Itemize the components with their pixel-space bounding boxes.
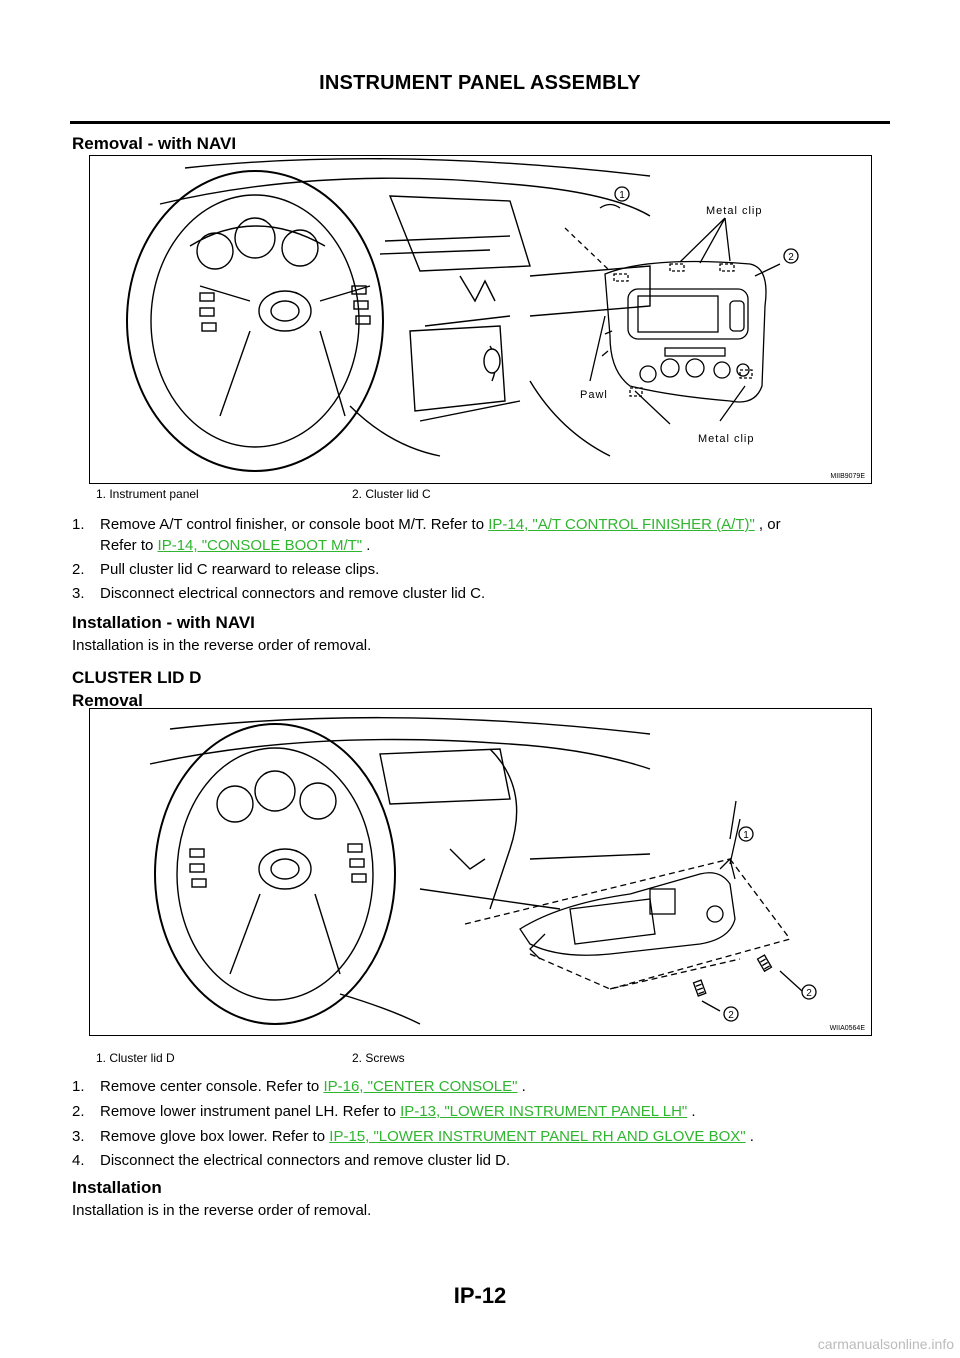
link-lower-instrument-panel-rh[interactable]: IP-15, "LOWER INSTRUMENT PANEL RH AND GL… xyxy=(329,1128,746,1145)
cluster-lid-d-illustration: 1 2 2 xyxy=(149,716,817,1025)
section-heading-installation-navi: Installation - with NAVI xyxy=(72,613,255,632)
callout-1: 1 xyxy=(743,830,749,841)
figure-cluster-lid-d: 1 2 2 WIIA0564E xyxy=(89,708,872,1036)
watermark: carmanualsonline.info xyxy=(817,1336,954,1352)
page-header: INSTRUMENT PANEL ASSEMBLY xyxy=(319,72,641,94)
step-2: 2.Pull cluster lid C rearward to release… xyxy=(72,561,380,578)
step-3: 3.Disconnect electrical connectors and r… xyxy=(72,585,486,602)
step-3: 3.Remove glove box lower. Refer to IP-15… xyxy=(72,1128,754,1145)
step-4: 4.Disconnect the electrical connectors a… xyxy=(72,1152,511,1169)
legend-item-2: 2. Cluster lid C xyxy=(352,487,431,501)
page-number: IP-12 xyxy=(453,1283,507,1308)
label-metal-clip-bottom: Metal clip xyxy=(698,433,754,445)
link-at-control-finisher[interactable]: IP-14, "A/T CONTROL FINISHER (A/T)" xyxy=(488,516,755,533)
legend-item-1: 1. Instrument panel xyxy=(96,487,199,501)
installation-navi-text: Installation is in the reverse order of … xyxy=(72,637,372,654)
figure-code: WIIA0564E xyxy=(829,1025,865,1032)
legend-item-1: 1. Cluster lid D xyxy=(96,1051,175,1065)
label-metal-clip-top: Metal clip xyxy=(706,205,762,217)
section-title-cluster-lid-d: CLUSTER LID D xyxy=(72,668,202,687)
step-1-continued: Refer to IP-14, "CONSOLE BOOT M/T" . xyxy=(100,537,371,554)
link-center-console[interactable]: IP-16, "CENTER CONSOLE" xyxy=(323,1078,518,1095)
step-2: 2.Remove lower instrument panel LH. Refe… xyxy=(72,1103,696,1120)
cluster-lid-c-illustration: 1 2 Metal clip Pawl Metal clip xyxy=(126,158,799,472)
legend-item-2: 2. Screws xyxy=(352,1051,405,1065)
section-heading-removal-navi: Removal - with NAVI xyxy=(72,134,237,153)
callout-1: 1 xyxy=(619,190,625,201)
figure-cluster-lid-c: 1 2 Metal clip Pawl Metal clip MIIB9079E xyxy=(89,155,872,484)
callout-2a: 2 xyxy=(806,988,812,999)
installation-text: Installation is in the reverse order of … xyxy=(72,1202,372,1219)
header-rule xyxy=(70,121,890,124)
figure-code: MIIB9079E xyxy=(830,473,865,480)
callout-2b: 2 xyxy=(728,1010,734,1021)
label-pawl: Pawl xyxy=(580,389,608,401)
callout-2: 2 xyxy=(788,252,794,263)
link-lower-instrument-panel-lh[interactable]: IP-13, "LOWER INSTRUMENT PANEL LH" xyxy=(400,1103,688,1120)
step-1: 1.Remove A/T control finisher, or consol… xyxy=(72,516,781,533)
section-heading-installation: Installation xyxy=(72,1178,162,1197)
section-heading-removal: Removal xyxy=(72,691,143,710)
step-1: 1.Remove center console. Refer to IP-16,… xyxy=(72,1078,526,1095)
link-console-boot[interactable]: IP-14, "CONSOLE BOOT M/T" xyxy=(157,537,363,554)
